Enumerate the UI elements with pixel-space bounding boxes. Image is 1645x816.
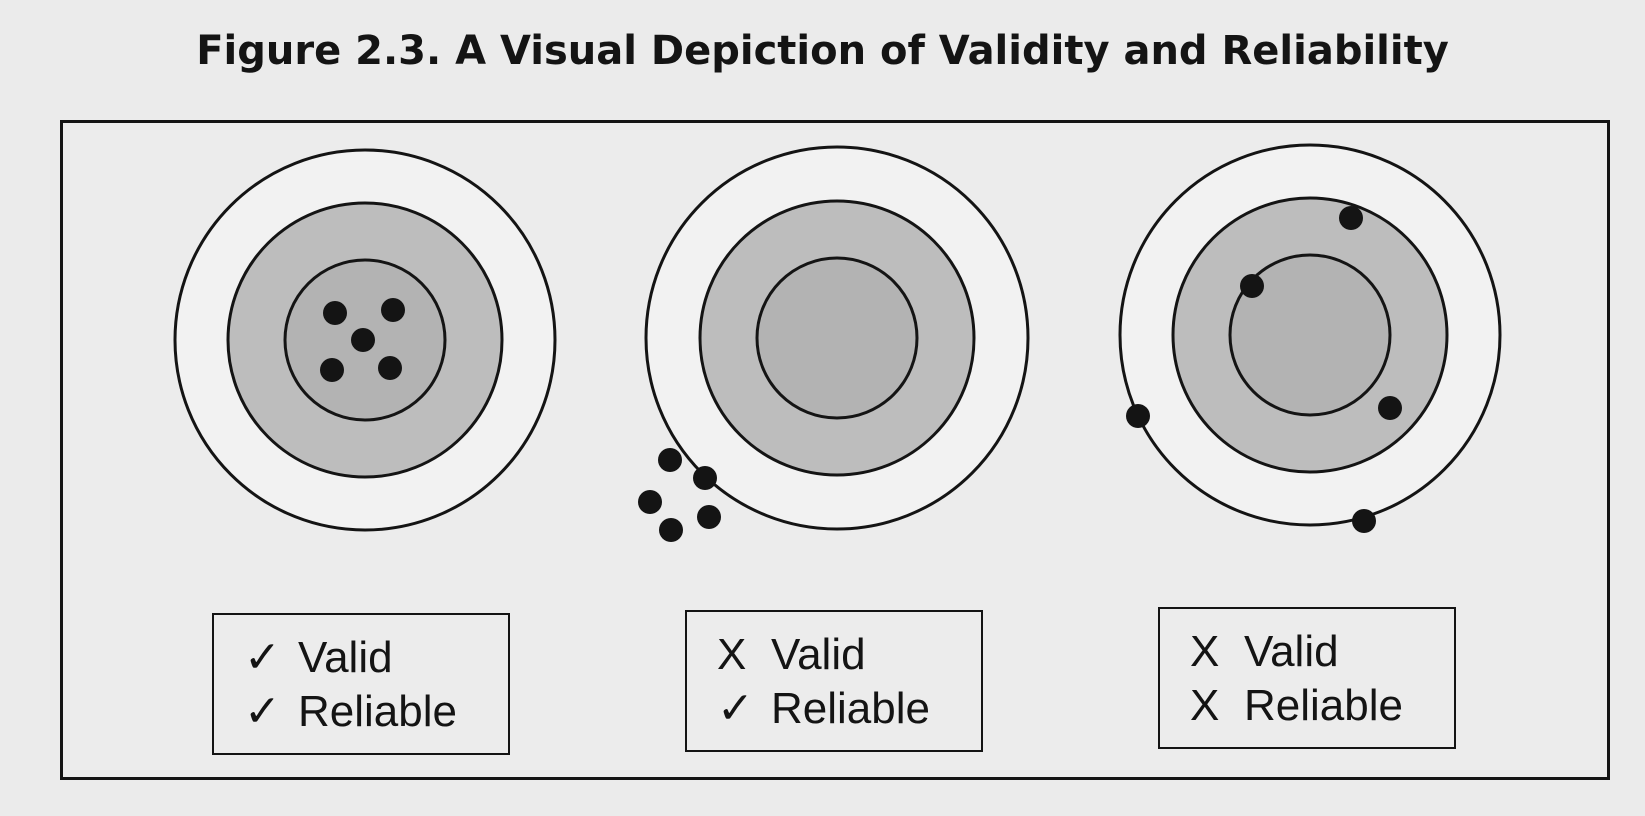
label-row-valid: X Valid [717, 629, 866, 681]
x-mark: X [1190, 627, 1220, 676]
hit-dot [1240, 274, 1264, 298]
label-text: Valid [298, 633, 393, 682]
label-row-valid: ✓ Valid [244, 632, 393, 684]
x-mark: X [1190, 681, 1220, 730]
hit-dot [1352, 509, 1376, 533]
hit-dot [378, 356, 402, 380]
label-row-reliable: ✓ Reliable [717, 683, 930, 735]
hit-dot [1126, 404, 1150, 428]
hit-dot [320, 358, 344, 382]
bullseye [755, 256, 919, 420]
hit-dot [381, 298, 405, 322]
check-mark: ✓ [244, 687, 281, 736]
label-box-reliable-not-valid: X Valid ✓ Reliable [685, 610, 983, 752]
hit-dot [1339, 206, 1363, 230]
hit-dot [638, 490, 662, 514]
label-text: Valid [1244, 627, 1339, 676]
label-row-valid: X Valid [1190, 626, 1339, 678]
label-row-reliable: X Reliable [1190, 680, 1403, 732]
hit-dot [659, 518, 683, 542]
hit-dot [693, 466, 717, 490]
hit-dot [697, 505, 721, 529]
hit-dot [658, 448, 682, 472]
target-valid-reliable [173, 148, 557, 532]
bullseye [1228, 253, 1392, 417]
label-row-reliable: ✓ Reliable [244, 686, 457, 738]
check-mark: ✓ [244, 633, 281, 682]
x-mark: X [717, 630, 747, 679]
hit-dot [351, 328, 375, 352]
label-box-valid-reliable: ✓ Valid ✓ Reliable [212, 613, 510, 755]
label-text: Reliable [1244, 681, 1403, 730]
hit-dot [323, 301, 347, 325]
hit-dot [1378, 396, 1402, 420]
figure-title: Figure 2.3. A Visual Depiction of Validi… [196, 28, 1449, 74]
label-text: Valid [771, 630, 866, 679]
label-text: Reliable [298, 687, 457, 736]
target-not-valid-not-reliable [1118, 143, 1502, 533]
check-mark: ✓ [717, 684, 754, 733]
target-reliable-not-valid [638, 145, 1030, 542]
label-box-not-valid-not-reliable: X Valid X Reliable [1158, 607, 1456, 749]
label-text: Reliable [771, 684, 930, 733]
